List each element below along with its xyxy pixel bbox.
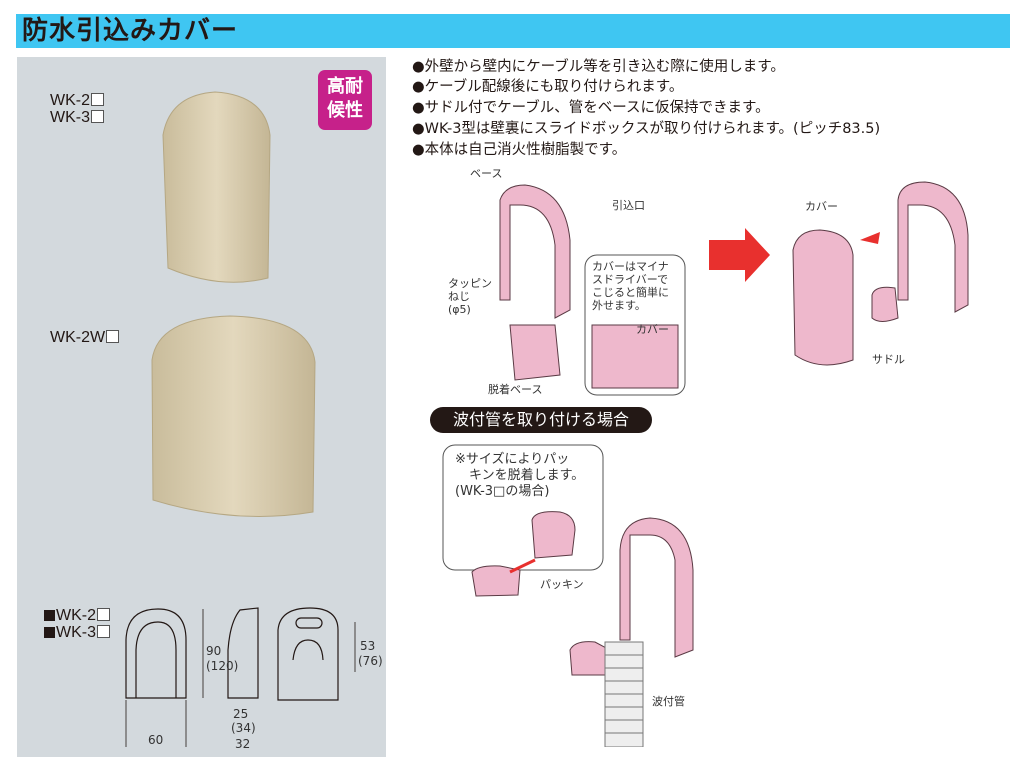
- section-wave-pipe-title: 波付管を取り付ける場合: [430, 407, 652, 433]
- assembled-image: [871, 181, 969, 322]
- red-arrow-icon: [860, 232, 880, 244]
- corrugated-pipe-image: [604, 641, 644, 747]
- model-label-wk2: WK-2: [50, 92, 104, 109]
- model-label-wk2w: WK-2W: [50, 329, 120, 346]
- dim-height-alt: (120): [206, 659, 239, 673]
- cover-detail-image: [591, 324, 679, 389]
- base-part-image: [499, 184, 571, 381]
- feature-item: ●WK-3型は壁裏にスライドボックスが取り付けられます。(ピッチ83.5): [412, 121, 881, 137]
- feature-item: ●本体は自己消火性樹脂製です。: [412, 142, 627, 158]
- label-saddle: サドル: [872, 353, 905, 366]
- feature-item: ●サドル付でケーブル、管をベースに仮保持できます。: [412, 100, 770, 116]
- label-detach-base: 脱着ベース: [488, 383, 543, 396]
- dim-pitch: 53: [360, 639, 376, 653]
- label-wave-pipe: 波付管: [652, 695, 685, 708]
- label-cover-small: カバー: [636, 323, 669, 336]
- dim-depth-alt: (34): [231, 721, 256, 735]
- dim-model-wk3: WK-3: [44, 624, 110, 641]
- feature-item: ●ケーブル配線後にも取り付けられます。: [412, 79, 684, 95]
- right-arrow-icon: [709, 228, 770, 282]
- feature-item: ●外壁から壁内にケーブル等を引き込む際に使用します。: [412, 59, 785, 75]
- label-cover-note: カバーはマイナスドライバーでこじると簡単に外せます。: [592, 260, 669, 312]
- dim-depth: 25: [233, 707, 249, 721]
- dim-width: 60: [148, 733, 164, 747]
- title-bar: [16, 14, 1010, 48]
- model-label-wk3: WK-3: [50, 109, 104, 126]
- label-cover: カバー: [805, 200, 838, 213]
- product-wk2w-image: [151, 315, 316, 517]
- packing-image: [471, 511, 576, 597]
- page-title: 防水引込みカバー: [22, 16, 239, 46]
- dim-depth2: 32: [235, 737, 251, 751]
- dim-pitch-alt: (76): [358, 654, 383, 668]
- label-inlet: 引込口: [612, 199, 645, 212]
- product-wk2-image: [162, 91, 271, 283]
- weather-resistant-badge: 高耐候性: [318, 70, 372, 130]
- label-packing-note: ※サイズによりパッキンを脱着します。(WK-3□の場合): [455, 452, 585, 499]
- double-arrow-icon: [509, 558, 536, 574]
- dimension-drawing: [125, 607, 356, 747]
- dim-height: 90: [206, 644, 222, 658]
- cover-image: [792, 229, 854, 366]
- label-screw: タッピンねじ(φ5): [448, 277, 492, 316]
- label-packing: パッキン: [540, 578, 584, 591]
- label-base: ベース: [470, 167, 503, 180]
- dim-model-wk2: WK-2: [44, 607, 110, 624]
